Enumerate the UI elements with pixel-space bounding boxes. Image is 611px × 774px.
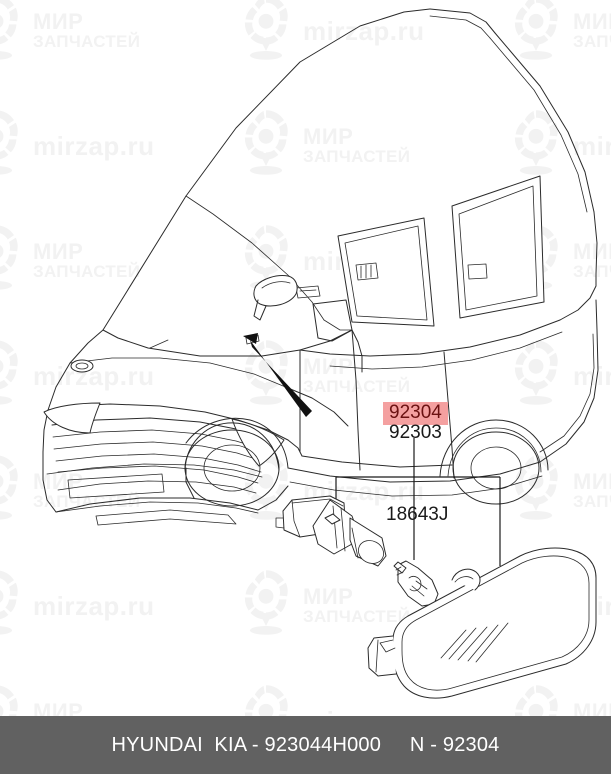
side-marker-lens-icon xyxy=(367,547,597,699)
van-line-drawing-icon xyxy=(42,8,599,526)
leader-arrow-icon xyxy=(243,333,312,417)
bulb-socket-connector-icon xyxy=(275,495,387,567)
bulb-part-number: 18643J xyxy=(386,504,449,525)
footer-part-reference: HYUNDAI KIA - 923044H000 N - 92304 xyxy=(111,733,500,756)
secondary-part-number: 92303 xyxy=(389,422,442,443)
wedge-bulb-icon xyxy=(393,560,439,607)
footer-bar: HYUNDAI KIA - 923044H000 N - 92304 xyxy=(0,716,611,774)
highlighted-part-number: 92304 xyxy=(383,402,448,425)
